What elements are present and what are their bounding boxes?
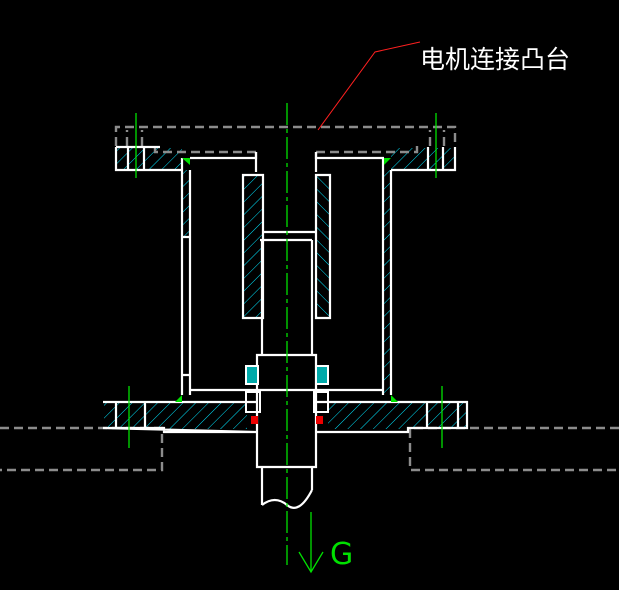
top-flange xyxy=(114,145,457,172)
section-hatching xyxy=(104,148,466,429)
base-plate-hidden-outline xyxy=(0,426,619,472)
leader-line xyxy=(317,41,421,131)
annotation-label: 电机连接凸台 xyxy=(420,45,571,74)
centerlines xyxy=(128,103,443,565)
bearing-nut xyxy=(245,365,329,424)
load-label: G xyxy=(330,537,354,572)
load-arrow-icon xyxy=(298,512,324,574)
weld-symbols xyxy=(175,158,398,402)
coupling-sleeve xyxy=(241,173,332,509)
